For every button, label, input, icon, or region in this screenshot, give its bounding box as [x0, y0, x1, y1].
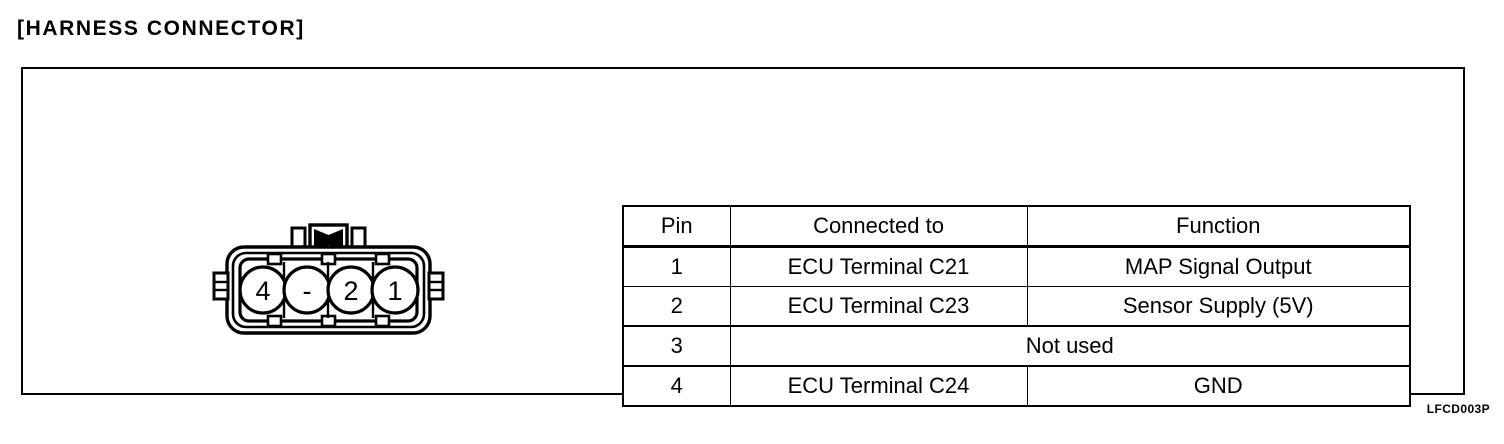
- cell-pin: 1: [622, 246, 731, 287]
- table-row: 1 ECU Terminal C21 MAP Signal Output: [622, 246, 1411, 287]
- page-title: [HARNESS CONNECTOR]: [17, 17, 305, 40]
- cell-pin: 4: [622, 365, 731, 407]
- column-header-pin: Pin: [622, 205, 731, 248]
- harness-connector-diagram: 4 - 2 1: [206, 217, 476, 347]
- cell-function: GND: [1026, 365, 1411, 407]
- cell-pin: 2: [622, 286, 731, 327]
- cavity-label-4: 4: [255, 276, 270, 306]
- pin-assignment-table: Pin Connected to Function 1 ECU Terminal…: [622, 205, 1411, 407]
- column-header-connected-to: Connected to: [729, 205, 1028, 248]
- cell-connected-to: ECU Terminal C23: [729, 286, 1028, 327]
- cell-connected-to: ECU Terminal C21: [729, 246, 1028, 287]
- column-header-function: Function: [1026, 205, 1411, 248]
- cell-function: Sensor Supply (5V): [1026, 286, 1411, 327]
- cell-function: MAP Signal Output: [1026, 246, 1411, 287]
- table-row: 4 ECU Terminal C24 GND: [622, 365, 1411, 407]
- table-row: 3 Not used: [622, 325, 1411, 367]
- table-row: 2 ECU Terminal C23 Sensor Supply (5V): [622, 286, 1411, 327]
- connector-svg: 4 - 2 1: [212, 223, 445, 335]
- cell-not-used: Not used: [729, 325, 1411, 367]
- cavity-label-1: 1: [387, 276, 402, 306]
- cell-pin: 3: [622, 325, 731, 367]
- table-header-row: Pin Connected to Function: [622, 205, 1411, 248]
- cell-connected-to: ECU Terminal C24: [729, 365, 1028, 407]
- figure-reference-code: LFCD003P: [1426, 402, 1490, 416]
- cavity-label-blank: -: [303, 276, 312, 306]
- cavity-label-2: 2: [343, 276, 358, 306]
- figure-frame: 4 - 2 1 Pin Connected to Function 1 ECU …: [21, 67, 1465, 407]
